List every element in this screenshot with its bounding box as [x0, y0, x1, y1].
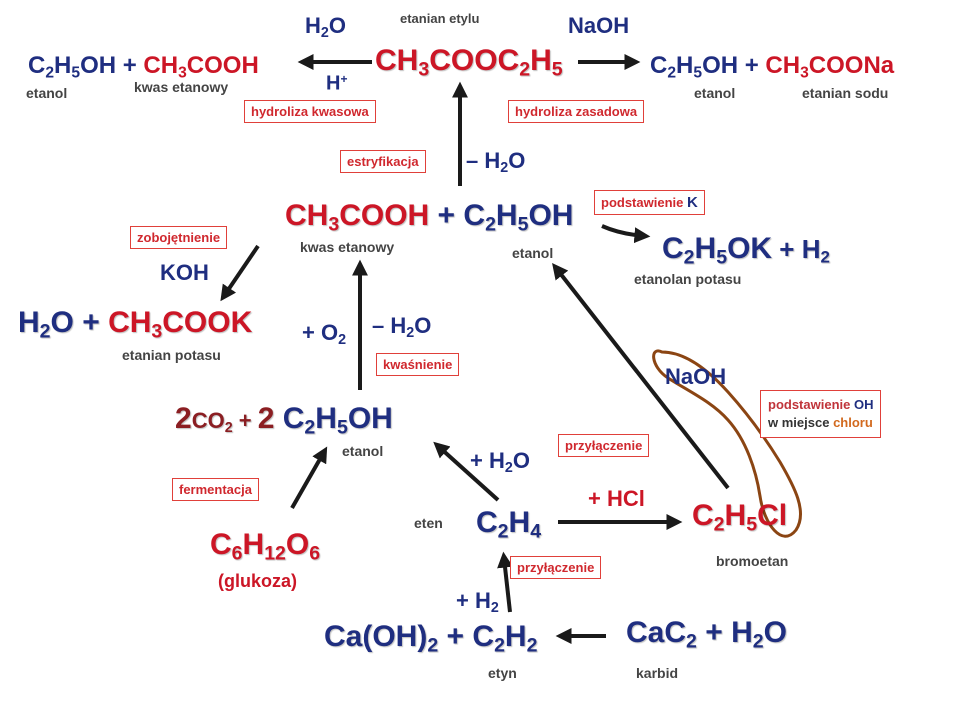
label-etanol-top-right: etanol — [694, 85, 736, 101]
label-eten: eten — [414, 515, 443, 531]
label-bromoetan: bromoetan — [716, 553, 789, 569]
label-kwas-etanowy-top: kwas etanowy — [134, 79, 229, 95]
box-estryfikacja: estryfikacja — [340, 150, 426, 173]
formula-potassium-ethoxide: C2H5OK + H2 — [662, 232, 830, 269]
formula-neutralization-products: H2O + CH3COOK — [18, 306, 253, 343]
label-etanian-potasu: etanian potasu — [122, 347, 221, 363]
formula-glucose: C6H12O6 — [210, 528, 321, 565]
arrow-substitution-oh — [552, 262, 730, 490]
arrow-hydration — [433, 441, 500, 502]
reagent-plus-o2: + O2 — [302, 320, 347, 348]
reagent-plus-h2o: + H2O — [470, 448, 530, 476]
formula-fermentation-products: 2CO2 + 2 C2H5OH — [175, 402, 393, 439]
formula-ethene: C2H4 — [476, 506, 542, 543]
label-kwas-etanowy-mid: kwas etanowy — [300, 239, 395, 255]
box-podstawienie-oh: podstawienie OH w miejsce chloru — [760, 390, 882, 439]
box-podstawienie-k-element: K — [686, 194, 698, 211]
reagent-plus-h2: + H2 — [456, 588, 499, 616]
box-podstawienie-oh-chlorine: chloru — [833, 415, 873, 431]
formula-chloroethane: C2H5Cl — [692, 499, 788, 536]
reagent-naoh-right: NaOH — [665, 364, 727, 389]
box-przylaczenie-1: przyłączenie — [558, 434, 650, 457]
arrow-fermentation — [290, 446, 328, 509]
reagent-h2o-top: H2O — [305, 13, 346, 41]
reagent-koh: KOH — [160, 260, 209, 285]
reagent-minus-h2o-mid: – H2O — [466, 148, 526, 176]
box-przylaczenie-2: przyłączenie — [510, 556, 602, 579]
formula-acid-plus-ethanol: CH3COOH + C2H5OH — [285, 199, 574, 236]
formula-ester: CH3COOC2H5 — [375, 44, 563, 81]
label-etanian-etylu: etanian etylu — [400, 11, 480, 26]
box-fermentacja: fermentacja — [172, 478, 259, 501]
label-etanian-sodu: etanian sodu — [802, 85, 889, 101]
reagent-h-plus: H+ — [326, 72, 348, 95]
formula-acetylene-products: Ca(OH)2 + C2H2 — [324, 620, 538, 657]
arrow-hydrogenation — [497, 551, 514, 613]
label-glukoza: (glukoza) — [218, 571, 297, 591]
box-podstawienie-k: podstawienie K — [594, 190, 705, 215]
box-podstawienie-k-text: podstawienie — [601, 195, 684, 210]
formula-acid-hydrolysis-products: C2H5OH + CH3COOH — [28, 52, 259, 82]
box-hydroliza-zasadowa: hydroliza zasadowa — [508, 100, 645, 123]
box-podstawienie-oh-group: OH — [853, 397, 874, 412]
label-etyn: etyn — [488, 665, 517, 681]
label-etanol-low: etanol — [342, 443, 384, 459]
label-etanol-mid: etanol — [512, 245, 554, 261]
box-podstawienie-oh-text: podstawienie — [768, 397, 851, 412]
arrow-neutralization — [220, 244, 260, 302]
reagent-minus-h2o-low: – H2O — [372, 313, 432, 341]
label-etanolan-potasu: etanolan potasu — [634, 271, 742, 287]
reagent-plus-hcl: + HCl — [588, 486, 645, 511]
box-podstawienie-oh-place: w miejsce — [768, 415, 830, 431]
box-hydroliza-kwasowa: hydroliza kwasowa — [244, 100, 376, 123]
label-etanol-top-left: etanol — [26, 85, 68, 101]
label-karbid: karbid — [636, 665, 679, 681]
formula-carbide-reactants: CaC2 + H2O — [626, 616, 787, 653]
formula-base-hydrolysis-products: C2H5OH + CH3COONa — [650, 52, 895, 82]
box-zobojetnienie: zobojętnienie — [130, 226, 228, 249]
box-kwasnienie: kwaśnienie — [376, 353, 460, 376]
lasso-outline — [652, 349, 802, 538]
arrow-substitution-k — [601, 224, 651, 244]
reagent-naoh-top: NaOH — [568, 13, 630, 38]
